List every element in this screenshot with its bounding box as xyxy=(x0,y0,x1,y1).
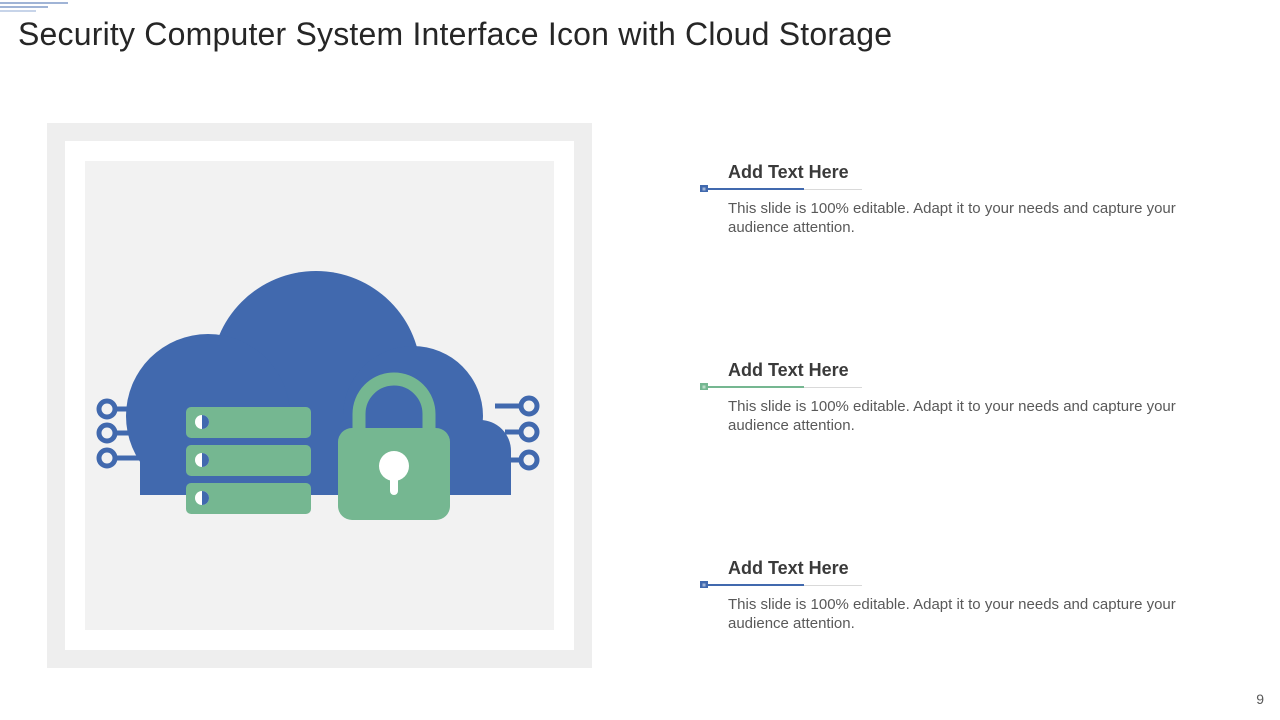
slide-title: Security Computer System Interface Icon … xyxy=(18,16,893,52)
padlock-icon xyxy=(338,372,450,520)
item-heading: Add Text Here xyxy=(728,558,849,578)
frame-mat xyxy=(65,141,574,650)
server-stack-icon xyxy=(186,407,311,514)
item-body: This slide is 100% editable. Adapt it to… xyxy=(728,200,1176,236)
illustration-panel xyxy=(85,161,554,630)
cloud-shape xyxy=(126,271,511,498)
right-connector-icons xyxy=(495,395,540,471)
left-connector-icons xyxy=(96,398,140,469)
item-body: This slide is 100% editable. Adapt it to… xyxy=(728,398,1176,434)
item-marker-icon xyxy=(700,185,862,192)
cloud-lock-server-icon xyxy=(96,271,540,520)
item-marker-icon xyxy=(700,383,862,390)
page-number: 9 xyxy=(1256,691,1264,707)
item-body: This slide is 100% editable. Adapt it to… xyxy=(728,596,1176,632)
item-heading: Add Text Here xyxy=(728,360,849,380)
corner-decoration xyxy=(0,2,68,12)
item-heading: Add Text Here xyxy=(728,162,849,182)
illustration-frame xyxy=(47,123,592,668)
item-marker-icon xyxy=(700,581,862,588)
